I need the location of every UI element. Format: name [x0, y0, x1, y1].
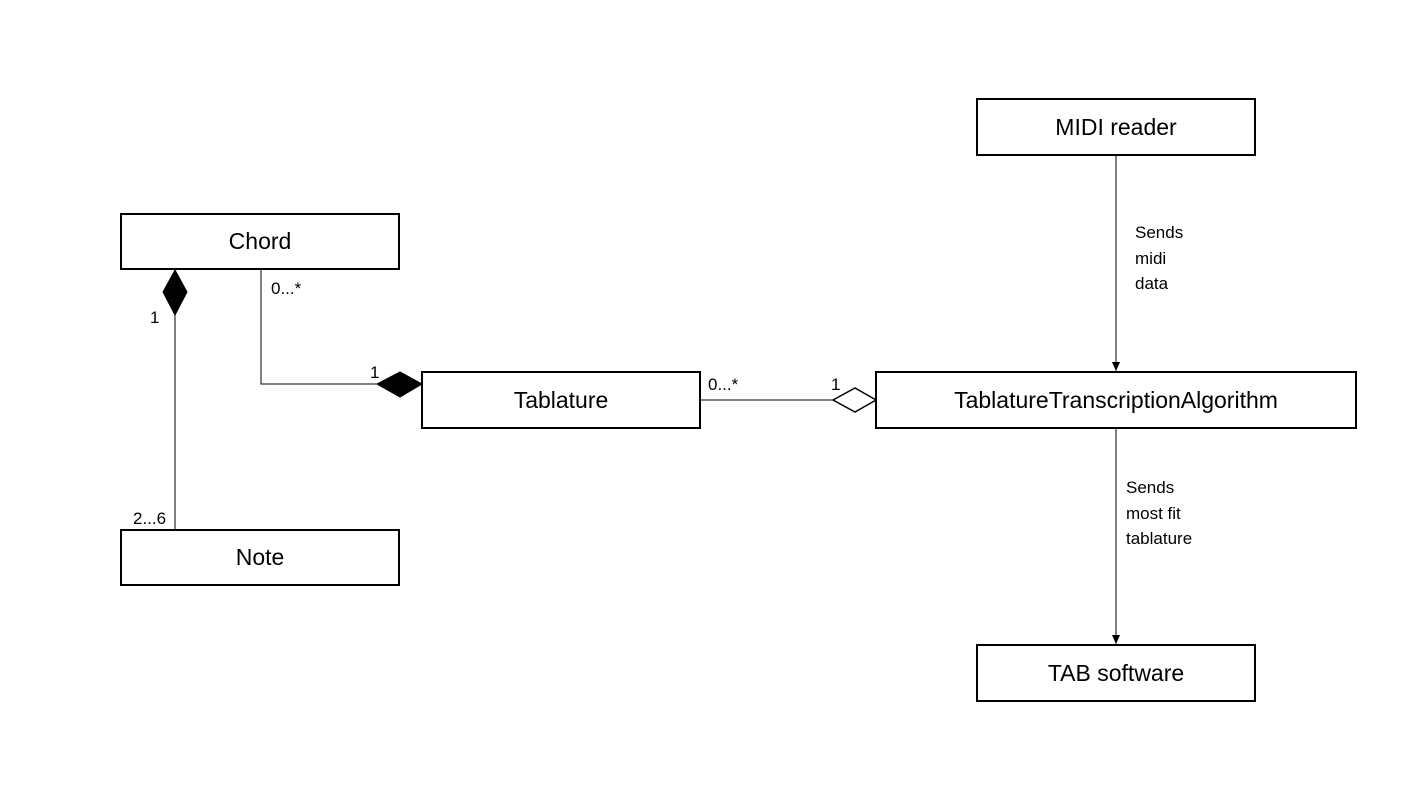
multiplicity-chord-tablature-chord-end: 0...*: [271, 279, 302, 298]
algorithm-class-name: TablatureTranscriptionAlgorithm: [954, 386, 1278, 413]
algorithm-class-box: TablatureTranscriptionAlgorithm: [875, 371, 1357, 429]
midi-message-line: Sends: [1135, 223, 1184, 242]
multiplicity-chord-note-note-end: 2...6: [133, 509, 167, 528]
midi-message-line: midi: [1135, 248, 1167, 268]
midi-reader-class-box: MIDI reader: [976, 98, 1256, 156]
midi-message-line: data: [1135, 274, 1169, 293]
chord-note-composition-diamond: [162, 268, 188, 317]
note-class-box: Note: [120, 529, 400, 586]
tab-message-line: tablature: [1126, 529, 1193, 548]
multiplicity-tablature-algorithm-tablature-end: 0...*: [708, 375, 739, 394]
multiplicity-tablature-algorithm-algorithm-end: 1: [831, 375, 841, 394]
midi-message-label: Sends midi data: [1135, 220, 1183, 297]
tablature-class-name: Tablature: [513, 386, 609, 413]
midi-reader-class-name: MIDI reader: [1055, 113, 1177, 140]
tab-message-label: Sends most fit tablature: [1126, 475, 1192, 552]
tab-message-line: most fit: [1126, 503, 1181, 523]
tablature-class-box: Tablature: [421, 371, 701, 429]
multiplicity-chord-note-chord-end: 1: [150, 308, 160, 327]
tab-software-class-box: TAB software: [976, 644, 1256, 702]
chord-tablature-association-line: [260, 270, 377, 385]
chord-class-name: Chord: [228, 228, 292, 254]
chord-class-box: Chord: [120, 213, 400, 270]
chord-tablature-composition-diamond: [375, 371, 424, 398]
tab-message-line: Sends: [1126, 478, 1175, 497]
note-class-name: Note: [235, 544, 285, 570]
tab-software-class-name: TAB software: [1047, 659, 1185, 686]
multiplicity-chord-tablature-tablature-end: 1: [370, 363, 380, 382]
